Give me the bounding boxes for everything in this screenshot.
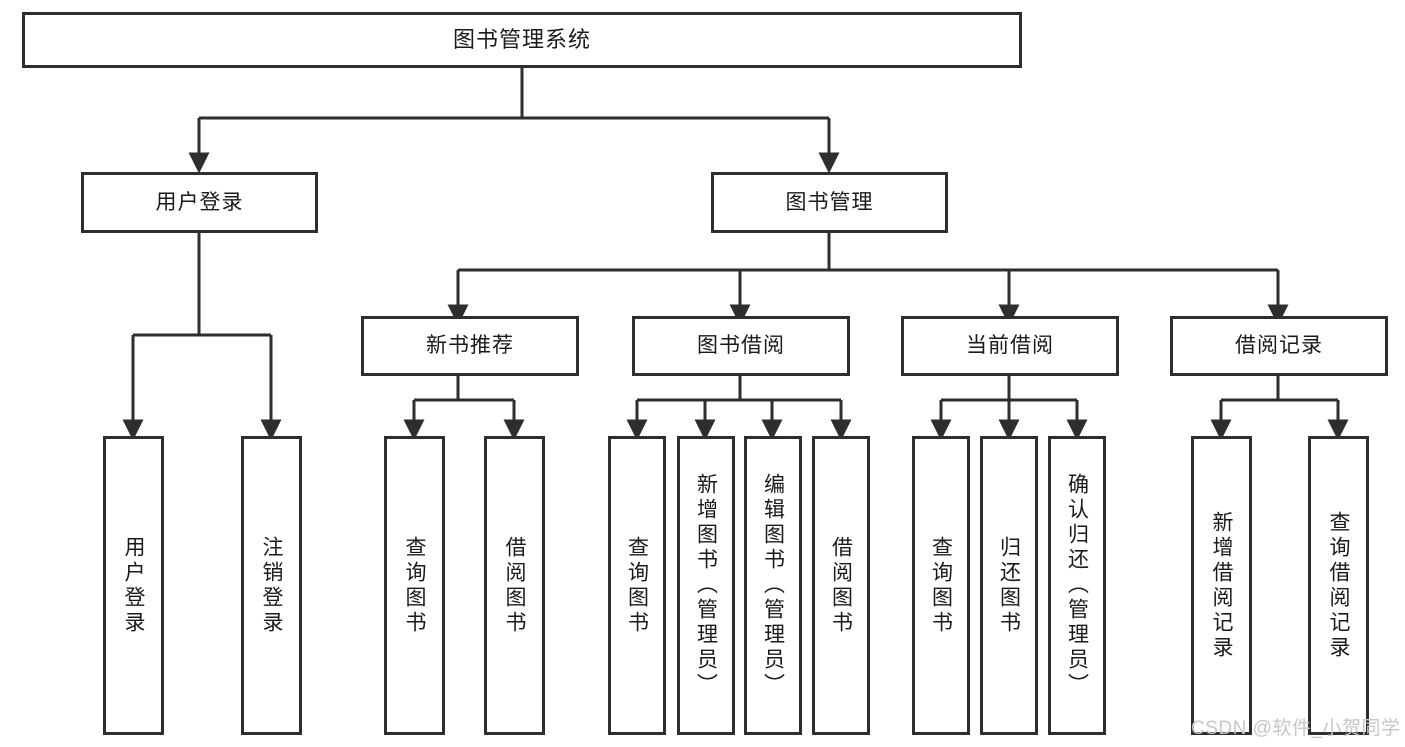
leaf-confirm-return-admin[interactable]: 确认归还（管理员） (1048, 436, 1106, 735)
node-label: 查询图书 (929, 535, 953, 636)
leaf-edit-book-admin[interactable]: 编辑图书（管理员） (744, 436, 802, 735)
node-label: 新增图书（管理员） (694, 473, 718, 698)
node-label: 新增借阅记录 (1210, 510, 1233, 661)
node-label: 当前借阅 (966, 334, 1054, 358)
leaf-query-book-current[interactable]: 查询图书 (912, 436, 970, 735)
node-book-borrowing[interactable]: 图书借阅 (632, 316, 850, 376)
leaf-user-login[interactable]: 用户登录 (103, 436, 164, 735)
leaf-return-book[interactable]: 归还图书 (980, 436, 1038, 735)
node-label: 用户登录 (122, 535, 145, 636)
leaf-borrow-book-borrowing[interactable]: 借阅图书 (812, 436, 870, 735)
leaf-query-book-borrowing[interactable]: 查询图书 (608, 436, 666, 735)
node-label: 查询借阅记录 (1327, 510, 1350, 661)
node-label: 图书借阅 (697, 334, 785, 358)
node-label: 新书推荐 (426, 334, 514, 358)
leaf-add-book-admin[interactable]: 新增图书（管理员） (677, 436, 735, 735)
leaf-borrow-book-new-rec[interactable]: 借阅图书 (484, 436, 545, 735)
node-borrowing-record[interactable]: 借阅记录 (1170, 316, 1388, 376)
node-label: 查询图书 (625, 535, 649, 636)
node-label: 图书管理 (785, 190, 874, 214)
leaf-logout[interactable]: 注销登录 (241, 436, 302, 735)
node-label: 查询图书 (403, 535, 426, 636)
leaf-query-book-new-rec[interactable]: 查询图书 (384, 436, 445, 735)
leaf-query-borrow-record[interactable]: 查询借阅记录 (1308, 436, 1369, 735)
node-label: 图书管理系统 (452, 26, 591, 52)
node-label: 注销登录 (260, 535, 283, 636)
node-label: 归还图书 (997, 535, 1021, 636)
node-label: 编辑图书（管理员） (761, 473, 785, 698)
node-current-borrowing[interactable]: 当前借阅 (901, 316, 1119, 376)
node-label: 借阅图书 (829, 535, 853, 636)
node-book-management[interactable]: 图书管理 (711, 172, 948, 233)
node-label: 借阅记录 (1235, 334, 1323, 358)
leaf-add-borrow-record[interactable]: 新增借阅记录 (1191, 436, 1252, 735)
node-label: 确认归还（管理员） (1065, 473, 1089, 698)
node-new-book-recommendation[interactable]: 新书推荐 (361, 316, 579, 376)
node-label: 用户登录 (155, 190, 244, 214)
node-root-book-management-system[interactable]: 图书管理系统 (22, 12, 1022, 68)
node-user-login[interactable]: 用户登录 (81, 172, 318, 233)
node-label: 借阅图书 (503, 535, 526, 636)
